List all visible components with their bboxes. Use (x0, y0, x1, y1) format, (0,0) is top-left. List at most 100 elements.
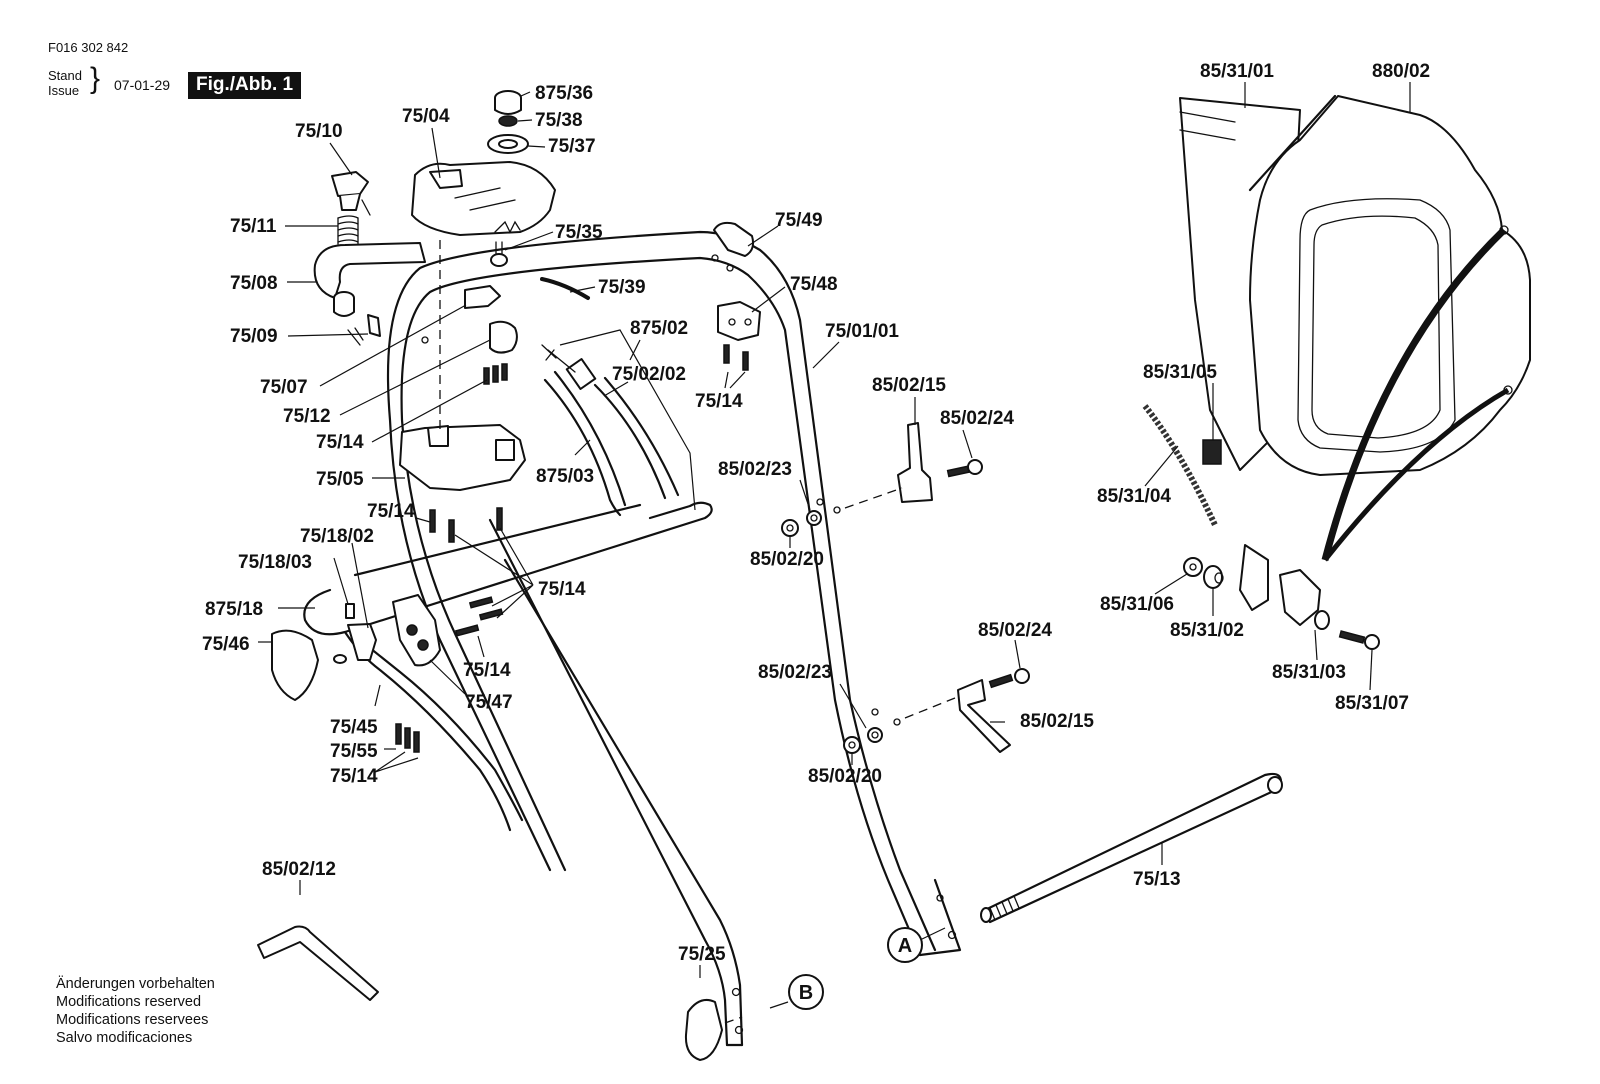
callout-875-03: 875/03 (536, 466, 594, 487)
callout-75-14-b: 75/14 (367, 501, 415, 522)
part-75-18-03 (345, 603, 355, 619)
callout-85-31-07: 85/31/07 (1335, 693, 1409, 714)
callout-85-31-01: 85/31/01 (1200, 61, 1274, 82)
brace-glyph: } (90, 62, 101, 95)
callout-880-02: 880/02 (1372, 61, 1430, 82)
issue-date: 07-01-29 (114, 77, 171, 93)
callout-75-49: 75/49 (775, 210, 823, 231)
stand-issue-label: Stand Issue (48, 68, 82, 98)
callout-75-07: 75/07 (260, 377, 308, 398)
callout-75-18-02: 75/18/02 (300, 526, 374, 547)
callout-75-25: 75/25 (678, 944, 726, 965)
callout-75-09: 75/09 (230, 326, 278, 347)
part-75-09-plate (367, 314, 381, 337)
callout-85-31-06: 85/31/06 (1100, 594, 1174, 615)
callout-85-02-23-b: 85/02/23 (758, 662, 832, 683)
part-75-10-latch (331, 171, 371, 216)
callout-75-45: 75/45 (330, 717, 378, 738)
callout-75-39: 75/39 (598, 277, 646, 298)
callout-75-08: 75/08 (230, 273, 278, 294)
figure-label: Fig./Abb. 1 (188, 72, 302, 99)
part-75-12-holder (489, 320, 518, 354)
marker-a-text: A (898, 935, 912, 957)
callout-85-31-03: 85/31/03 (1272, 662, 1346, 683)
callout-75-12: 75/12 (283, 406, 331, 427)
callout-labels: 875/36 75/38 75/37 75/04 75/10 75/11 75/… (202, 61, 1430, 965)
notice-en: Modifications reserved (56, 994, 202, 1010)
part-75-11-spring (337, 215, 359, 245)
catcher-mount-hardware (1183, 544, 1380, 650)
part-85-02-12-hex-key (257, 925, 379, 1001)
callout-85-02-20-b: 85/02/20 (808, 766, 882, 787)
document-number: F016 302 842 (48, 40, 129, 55)
marker-b-text: B (799, 982, 813, 1004)
part-75-18-02 (347, 623, 377, 661)
part-85-31-05-pad (1202, 439, 1222, 465)
part-75-35-stud (490, 241, 508, 267)
part-75-47-bracket (392, 594, 441, 667)
part-75-39-wire (540, 277, 590, 300)
callout-85-31-02: 85/31/02 (1170, 620, 1244, 641)
screws-75-14-group-a (483, 363, 508, 385)
callout-85-31-05: 85/31/05 (1143, 362, 1217, 383)
callout-85-02-15-b: 85/02/15 (1020, 711, 1094, 732)
callout-85-02-20-a: 85/02/20 (750, 549, 824, 570)
part-85-31-04-strip (1142, 404, 1218, 527)
grass-catcher (1179, 94, 1531, 562)
callout-75-05: 75/05 (316, 469, 364, 490)
callout-75-14-e: 75/14 (463, 660, 511, 681)
issue-label: Issue (48, 83, 80, 98)
part-75-48-clamp (717, 301, 761, 341)
part-75-08-lever (313, 242, 426, 317)
callout-75-04: 75/04 (402, 106, 450, 127)
callout-75-18-03: 75/18/03 (238, 552, 312, 573)
stand-label: Stand (48, 68, 82, 83)
callout-75-14-a: 75/14 (316, 432, 364, 453)
notice-fr: Modifications reservees (56, 1012, 209, 1028)
reference-marker-b: B (769, 974, 824, 1010)
part-75-37-washer (487, 134, 529, 154)
screws-75-14-group-b (429, 507, 504, 637)
part-75-07-clip (464, 285, 501, 309)
screws-75-55-group (395, 723, 420, 753)
part-75-46-cover (271, 629, 319, 701)
callout-75-47: 75/47 (465, 692, 513, 713)
callout-75-38: 75/38 (535, 110, 583, 131)
callout-75-37: 75/37 (548, 136, 596, 157)
callout-75-55: 75/55 (330, 741, 378, 762)
part-75-04-housing-top (411, 161, 556, 236)
notice-es: Salvo modificaciones (56, 1030, 193, 1046)
callout-75-10: 75/10 (295, 121, 343, 142)
callout-85-31-04: 85/31/04 (1097, 486, 1171, 507)
notice-de: Änderungen vorbehalten (56, 976, 215, 992)
callout-85-02-15-a: 85/02/15 (872, 375, 946, 396)
part-75-25-knob (684, 999, 723, 1061)
callout-85-02-24-b: 85/02/24 (978, 620, 1052, 641)
part-75-13-rod (980, 772, 1283, 924)
modifications-notice: Änderungen vorbehalten Modifications res… (56, 975, 215, 1047)
screws-75-14-group-c (723, 344, 749, 371)
part-75-49-saddle (713, 221, 755, 257)
upper-handle-tube (386, 230, 962, 1047)
callout-75-14-f: 75/14 (330, 766, 378, 787)
adjuster-lower (843, 668, 1030, 754)
callout-875-36: 875/36 (535, 83, 593, 104)
callout-75-13: 75/13 (1133, 869, 1181, 890)
callout-75-14-c: 75/14 (695, 391, 743, 412)
callout-75-48: 75/48 (790, 274, 838, 295)
callout-85-02-12: 85/02/12 (262, 859, 336, 880)
part-875-36-cap (494, 90, 522, 115)
callout-75-14-d: 75/14 (538, 579, 586, 600)
adjuster-upper (781, 422, 983, 537)
callout-75-01-01: 75/01/01 (825, 321, 899, 342)
callout-75-02-02: 75/02/02 (612, 364, 686, 385)
callout-75-35: 75/35 (555, 222, 603, 243)
leader-lines (258, 82, 1411, 978)
callout-75-11: 75/11 (230, 216, 277, 237)
reference-marker-a: A (887, 927, 946, 963)
part-75-38-nut (498, 115, 518, 127)
callout-875-18: 875/18 (205, 599, 263, 620)
callout-85-02-23-a: 85/02/23 (718, 459, 792, 480)
callout-75-46: 75/46 (202, 634, 250, 655)
